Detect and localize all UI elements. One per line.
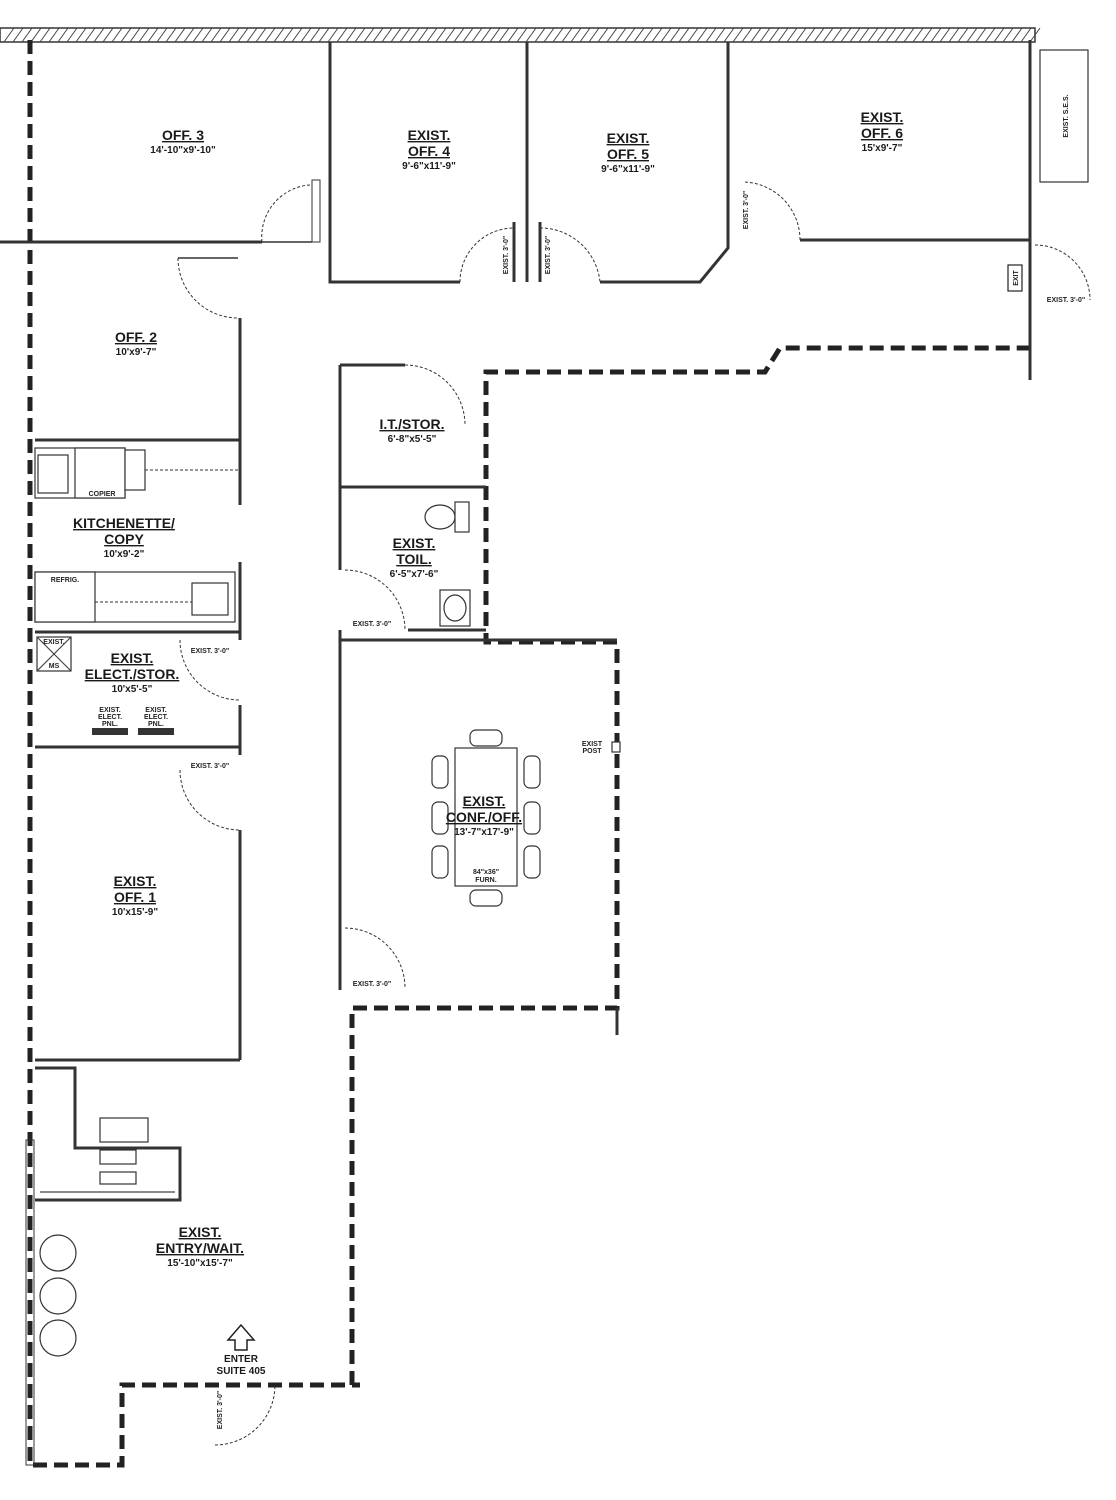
room-dims: 15'-10"x15'-7"	[167, 1258, 233, 1269]
room-name: EXIST.	[463, 793, 506, 809]
room-dims: 14'-10"x9'-10"	[150, 145, 216, 156]
room-dims: 10'x15'-9"	[112, 907, 158, 918]
top-exterior-wall	[0, 27, 1041, 43]
elect-panels: EXIST.ELECT.PNL. EXIST.ELECT.PNL.	[92, 707, 174, 735]
chair	[523, 845, 541, 879]
room-toil: EXIST.TOIL. 6'-5"x7'-6"	[390, 535, 439, 580]
exit-label: EXIT	[1013, 269, 1020, 285]
door-tag: EXIST. 3'-0"	[353, 621, 391, 628]
door-tag: EXIST. 3'-0"	[743, 191, 750, 229]
room-off3: OFF. 3 14'-10"x9'-10"	[150, 127, 216, 156]
room-dims: 9'-6"x11'-9"	[402, 161, 456, 172]
room-name: EXIST.	[408, 127, 451, 143]
exterior-walls	[27, 40, 1032, 1468]
room-name: EXIST.	[114, 873, 157, 889]
room-labels: OFF. 314'-10"x9'-10"EXIST.OFF. 49'-6"x11…	[73, 109, 903, 1269]
room-off1: EXIST.OFF. 1 10'x15'-9"	[112, 873, 158, 918]
room-name: EXIST.	[861, 109, 904, 125]
reception-furniture	[40, 1117, 175, 1193]
ms-label-1: EXIST.	[43, 639, 64, 646]
ses-box: EXIST. S.E.S.	[1039, 49, 1089, 183]
enter-label-2: SUITE 405	[217, 1366, 266, 1377]
refrig-label: REFRIG.	[51, 577, 79, 584]
room-dims: 6'-5"x7'-6"	[390, 569, 439, 580]
room-name: EXIST.	[179, 1224, 222, 1240]
toilet-fixtures	[424, 501, 471, 627]
conference-table: 84"x36"FURN.	[431, 729, 541, 907]
panel-label-2: EXIST.ELECT.PNL.	[144, 707, 168, 728]
table-label: 84"x36"FURN.	[473, 869, 499, 884]
room-dims: 10'x9'-7"	[116, 347, 157, 358]
room-name: OFF. 6	[861, 125, 903, 141]
kitchen-counter: REFRIG.	[34, 571, 236, 623]
waiting-chairs	[25, 1139, 77, 1466]
room-dims: 13'-7"x17'-9"	[454, 827, 514, 838]
copier: COPIER	[34, 447, 240, 499]
door-tag: EXIST. 3'-0"	[353, 981, 391, 988]
room-dims: 6'-8"x5'-5"	[388, 434, 437, 445]
enter-label-1: ENTER	[224, 1354, 259, 1365]
room-name: OFF. 2	[115, 329, 157, 345]
room-name: EXIST.	[607, 130, 650, 146]
room-name: COPY	[104, 531, 144, 547]
room-dims: 10'x9'-2"	[104, 549, 145, 560]
door-tag: EXIST. 3'-0"	[217, 1391, 224, 1429]
enter-arrow: ENTER SUITE 405	[217, 1323, 266, 1377]
room-entry: EXIST.ENTRY/WAIT. 15'-10"x15'-7"	[156, 1224, 244, 1269]
room-name: OFF. 1	[114, 889, 156, 905]
room-name: OFF. 5	[607, 146, 649, 162]
chair	[431, 845, 449, 879]
interior-walls	[0, 42, 1030, 1202]
ses-label: EXIST. S.E.S.	[1063, 94, 1070, 137]
room-name: ELECT./STOR.	[85, 666, 180, 682]
room-dims: 10'x5'-5"	[112, 684, 153, 695]
door-tag: EXIST. 3'-0"	[545, 236, 552, 274]
room-name: OFF. 3	[162, 127, 204, 143]
room-off4: EXIST.OFF. 4 9'-6"x11'-9"	[402, 127, 456, 172]
chair	[523, 755, 541, 789]
doors	[177, 179, 1091, 1446]
room-name: OFF. 4	[408, 143, 450, 159]
room-off5: EXIST.OFF. 5 9'-6"x11'-9"	[601, 130, 655, 175]
room-off2: OFF. 2 10'x9'-7"	[115, 329, 157, 358]
room-name: ENTRY/WAIT.	[156, 1240, 244, 1256]
room-name: CONF./OFF.	[446, 809, 522, 825]
chair	[431, 801, 449, 835]
chair	[523, 801, 541, 835]
room-name: EXIST.	[393, 535, 436, 551]
ms-box: EXIST. MS	[36, 636, 72, 672]
chair	[431, 755, 449, 789]
room-off6: EXIST.OFF. 6 15'x9'-7"	[861, 109, 904, 154]
room-kitchen: KITCHENETTE/COPY 10'x9'-2"	[73, 515, 175, 560]
room-dims: 9'-6"x11'-9"	[601, 164, 655, 175]
door-tag: EXIST. 3'-0"	[503, 236, 510, 274]
room-dims: 15'x9'-7"	[862, 143, 903, 154]
room-elect: EXIST.ELECT./STOR. 10'x5'-5"	[85, 650, 180, 695]
door-tags: EXIST. 3'-0" EXIST. 3'-0" EXIST. 3'-0" EXIS…	[191, 191, 1085, 1429]
chair	[469, 729, 503, 747]
copier-label: COPIER	[89, 491, 116, 498]
room-name: I.T./STOR.	[379, 416, 444, 432]
door-tag: EXIST. 3'-0"	[1047, 297, 1085, 304]
door-tag: EXIST. 3'-0"	[191, 648, 229, 655]
chair	[469, 889, 503, 907]
room-conf: EXIST.CONF./OFF. 13'-7"x17'-9"	[446, 793, 522, 838]
exit-sign: EXIT	[1007, 264, 1023, 292]
room-name: EXIST.	[111, 650, 154, 666]
room-name: TOIL.	[396, 551, 432, 567]
room-itstor: I.T./STOR. 6'-8"x5'-5"	[379, 416, 444, 445]
door-tag: EXIST. 3'-0"	[191, 763, 229, 770]
room-name: KITCHENETTE/	[73, 515, 175, 531]
panel-label-1: EXIST.ELECT.PNL.	[98, 707, 122, 728]
ms-label-2: MS	[49, 663, 60, 670]
